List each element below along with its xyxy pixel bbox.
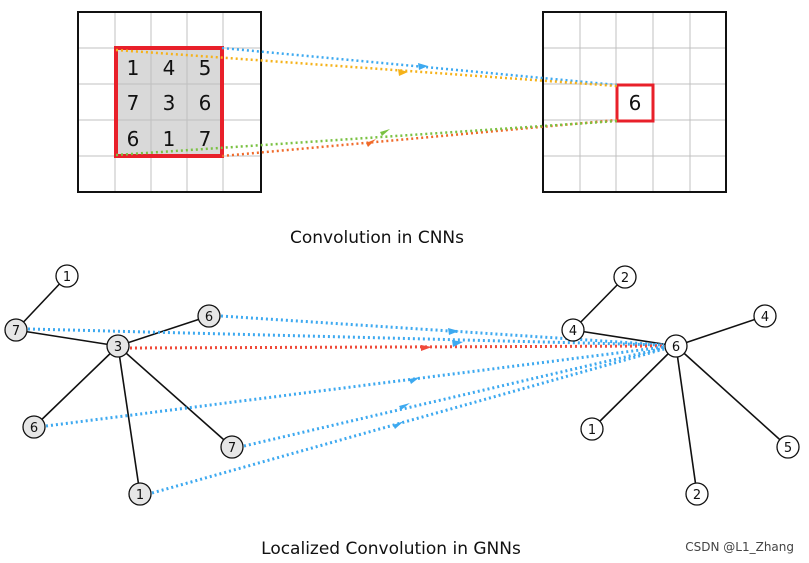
- arrow-from-3: [129, 344, 665, 350]
- kernel-cell: 7: [127, 91, 140, 115]
- output-cell-highlight: [615, 83, 655, 123]
- arrow-from-7: [27, 327, 665, 347]
- gnn-caption: Localized Convolution in GNNs: [261, 539, 521, 559]
- kernel-cell: 4: [163, 56, 176, 80]
- cnn-mapping-arrows: [115, 46, 618, 158]
- node-label: 6: [672, 340, 680, 355]
- kernel-cell: 6: [127, 127, 140, 151]
- kernel-cell: 3: [163, 91, 176, 115]
- gnn-left-graph: 1 7 3 6 6 7 1: [4, 264, 244, 506]
- node-label: 4: [761, 310, 769, 325]
- kernel-cell: 1: [163, 127, 176, 151]
- graph-node: 6: [197, 304, 221, 328]
- graph-node: 6: [22, 415, 46, 439]
- graph-node: 7: [4, 318, 28, 342]
- node-label: 7: [12, 324, 20, 339]
- cnn-caption: Convolution in CNNs: [290, 228, 464, 248]
- node-label: 6: [205, 310, 213, 325]
- node-label: 1: [63, 270, 71, 285]
- graph-node: 3: [106, 334, 130, 358]
- arrow-green: [115, 119, 618, 157]
- kernel-cell: 6: [199, 91, 212, 115]
- node-label: 1: [588, 423, 596, 438]
- kernel-cell: 1: [127, 56, 140, 80]
- node-label: 6: [30, 421, 38, 436]
- graph-node: 7: [220, 435, 244, 459]
- arrow-from-1-low: [151, 347, 665, 495]
- graph-node: 2: [685, 482, 709, 506]
- node-label: 4: [569, 324, 577, 339]
- kernel-cell: 7: [199, 127, 212, 151]
- cnn-output-grid: 6: [542, 11, 727, 193]
- node-label: 7: [228, 441, 236, 456]
- graph-node: 1: [580, 417, 604, 441]
- kernel-shade: [115, 48, 222, 156]
- node-label: 5: [784, 441, 792, 456]
- graph-node: 4: [753, 304, 777, 328]
- graph-node: 1: [128, 482, 152, 506]
- gnn-right-edges: [572, 276, 789, 495]
- arrow-orange: [115, 48, 618, 88]
- gnn-left-edges: [15, 275, 233, 495]
- output-cell-value: 6: [629, 91, 642, 115]
- arrow-blue: [221, 46, 618, 87]
- node-label: 1: [136, 488, 144, 503]
- graph-node: 4: [561, 318, 585, 342]
- graph-node: 5: [776, 435, 800, 459]
- graph-node: 2: [613, 265, 637, 289]
- graph-node: 6: [664, 334, 688, 358]
- gnn-mapping-arrows: [27, 314, 665, 495]
- arrow-from-7-low: [243, 346, 665, 448]
- cnn-input-grid: 1 4 5 7 3 6 6 1 7: [77, 11, 262, 193]
- node-label: 2: [621, 271, 629, 286]
- kernel-cell: 5: [199, 56, 212, 80]
- node-label: 2: [693, 488, 701, 503]
- node-label: 3: [114, 340, 122, 355]
- watermark: CSDN @L1_Zhang: [685, 540, 794, 554]
- gnn-right-graph: 2 4 6 4 1 5 2: [561, 265, 800, 506]
- arrow-from-6: [220, 314, 665, 347]
- graph-node: 1: [55, 264, 79, 288]
- arrow-from-6-low: [45, 345, 665, 428]
- kernel-highlight: [114, 46, 224, 158]
